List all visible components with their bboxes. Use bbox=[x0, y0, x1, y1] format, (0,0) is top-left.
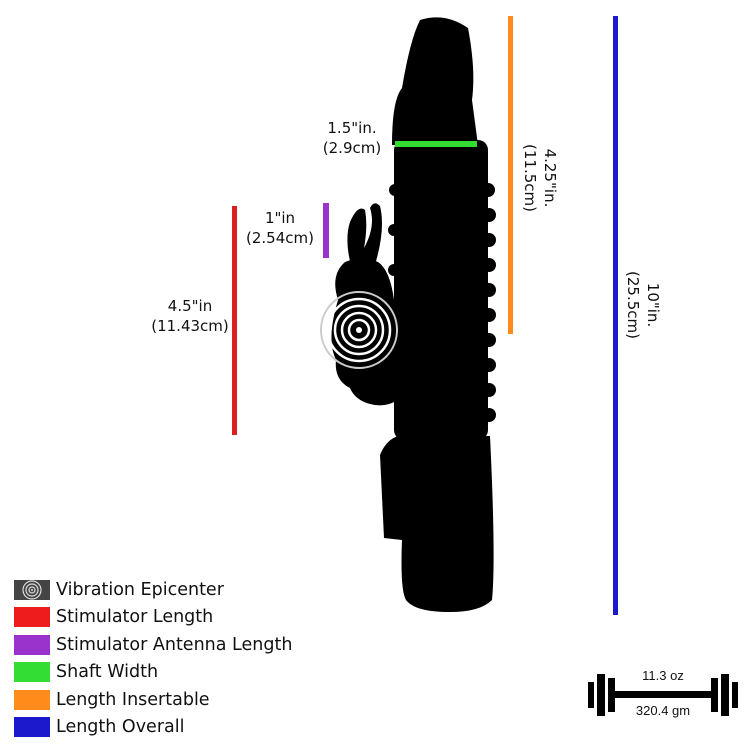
legend-label: Length Overall bbox=[56, 717, 185, 738]
vibration-epicenter-icon bbox=[320, 291, 398, 369]
length-insertable-cm: (11.5cm) bbox=[521, 144, 539, 212]
length-overall-inches: 10"in. bbox=[644, 282, 662, 328]
stimulator-length-cm: (11.43cm) bbox=[151, 317, 229, 335]
length-overall-label: 10"in. (25.5cm) bbox=[623, 271, 663, 339]
shaft-width-bar bbox=[395, 141, 477, 147]
weight-gm: 320.4 gm bbox=[635, 703, 691, 718]
shaft-width-label: 1.5"in. (2.9cm) bbox=[312, 118, 392, 158]
legend-item-stimulator-length: Stimulator Length bbox=[14, 604, 292, 632]
stimulator-antenna-inches: 1"in bbox=[264, 209, 296, 227]
length-insertable-inches: 4.25"in. bbox=[541, 148, 559, 208]
stimulator-length-inches: 4.5"in bbox=[167, 297, 213, 315]
legend-item-length-insertable: Length Insertable bbox=[14, 686, 292, 714]
weight-oz: 11.3 oz bbox=[642, 668, 684, 683]
length-insertable-bar bbox=[508, 16, 513, 334]
legend-swatch-green bbox=[14, 662, 50, 683]
stimulator-antenna-length-label: 1"in (2.54cm) bbox=[240, 208, 320, 248]
legend-item-length-overall: Length Overall bbox=[14, 714, 292, 742]
vibration-icon bbox=[14, 579, 50, 600]
dumbbell-icon bbox=[588, 674, 738, 716]
legend-swatch-orange bbox=[14, 689, 50, 710]
stimulator-antenna-cm: (2.54cm) bbox=[246, 229, 314, 247]
legend-label: Vibration Epicenter bbox=[56, 579, 224, 600]
stimulator-length-label: 4.5"in (11.43cm) bbox=[140, 296, 240, 336]
weight-indicator: 11.3 oz 320.4 gm bbox=[585, 660, 740, 730]
length-overall-bar bbox=[613, 16, 618, 615]
legend-label: Stimulator Length bbox=[56, 607, 214, 628]
length-overall-cm: (25.5cm) bbox=[624, 271, 642, 339]
shaft-width-inches: 1.5"in. bbox=[327, 119, 377, 137]
legend-label: Length Insertable bbox=[56, 689, 210, 710]
legend-swatch-red bbox=[14, 607, 50, 628]
shaft-width-cm: (2.9cm) bbox=[322, 139, 382, 157]
legend-label: Shaft Width bbox=[56, 662, 159, 683]
legend: Vibration Epicenter Stimulator Length St… bbox=[14, 576, 292, 741]
legend-item-stimulator-antenna-length: Stimulator Antenna Length bbox=[14, 631, 292, 659]
legend-swatch-purple bbox=[14, 634, 50, 655]
stimulator-length-bar bbox=[232, 206, 237, 435]
legend-item-shaft-width: Shaft Width bbox=[14, 659, 292, 687]
legend-swatch-blue bbox=[14, 717, 50, 738]
legend-item-vibration-epicenter: Vibration Epicenter bbox=[14, 576, 292, 604]
legend-label: Stimulator Antenna Length bbox=[56, 634, 293, 655]
length-insertable-label: 4.25"in. (11.5cm) bbox=[520, 144, 560, 212]
stimulator-antenna-length-bar bbox=[323, 203, 329, 258]
